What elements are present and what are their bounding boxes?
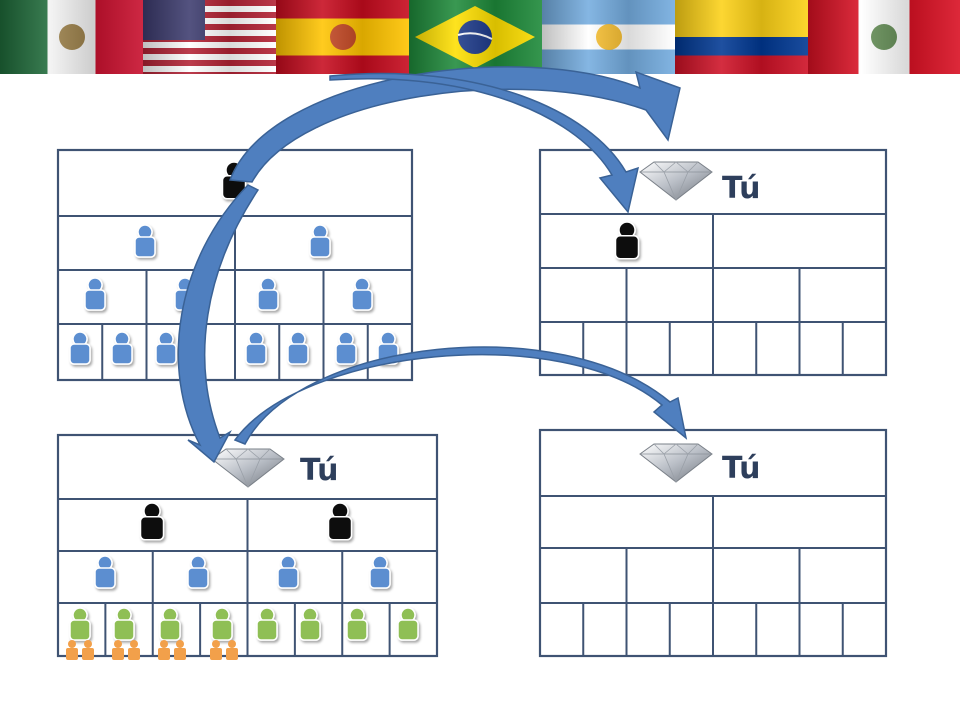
flag-argentina [542,0,675,74]
person-icon [287,331,309,365]
person-icon [69,607,91,641]
diamond-icon [639,443,713,484]
person-icon [94,555,116,589]
you-label: Tú [300,453,339,488]
person-icon [277,555,299,589]
person-icon [113,607,135,641]
you-header-bottom-right: Tú [639,443,761,486]
flag-usa [143,0,276,74]
person-icon [346,607,368,641]
person-icon [256,607,278,641]
flag-spain [276,0,409,74]
diamond-icon [639,161,713,202]
person-pair-icon [210,640,238,660]
grid-bottom-right [538,428,888,658]
diamond-icon [211,448,285,489]
arrow-to-top-right-person [329,72,640,214]
flag-colombia [675,0,808,74]
arrow-top-down-to-bottom-left [177,184,260,464]
person-pair-icon [112,640,140,660]
person-icon [139,502,165,541]
people-layer [66,161,640,660]
person-icon [111,331,133,365]
person-icon [369,555,391,589]
you-header-bottom-left: Tú [211,448,339,489]
person-icon [69,331,91,365]
person-pair-icon [66,640,94,660]
person-icon [614,221,640,260]
flag-mexico [0,0,143,74]
arrow-bottom-left-to-bottom-right [233,346,688,445]
you-label: Tú [722,451,761,486]
person-icon [351,277,373,311]
person-icon [257,277,279,311]
flag-peru [808,0,960,74]
person-icon [335,331,357,365]
person-icon [159,607,181,641]
person-icon [84,277,106,311]
person-pair-icon [158,640,186,660]
person-icon [211,607,233,641]
person-icon [309,224,331,258]
you-label: Tú [722,171,761,206]
you-header-top-right: Tú [639,161,761,206]
arrows-layer [177,66,688,464]
person-icon [245,331,267,365]
person-icon [397,607,419,641]
person-icon [187,555,209,589]
person-icon [134,224,156,258]
flags-banner [0,0,960,74]
grid-top-right [538,148,888,377]
flag-brazil [409,0,542,74]
person-icon [155,331,177,365]
arrow-top-to-top-right [228,66,681,183]
person-icon [327,502,353,541]
person-icon [299,607,321,641]
